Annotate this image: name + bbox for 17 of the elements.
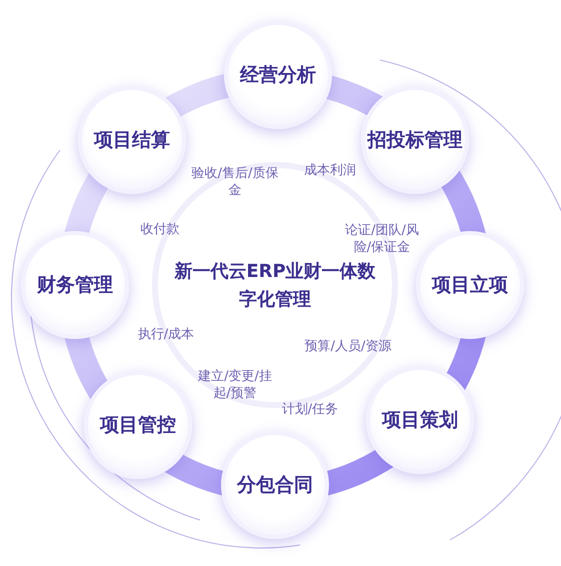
ring-label: 论证/团队/风险/保证金 xyxy=(344,222,420,256)
module-name: 经营分析 xyxy=(240,63,316,88)
module-name: 财务管理 xyxy=(37,273,113,298)
ring-label: 建立/变更/挂起/预警 xyxy=(197,368,273,402)
module-name: 招投标管理 xyxy=(368,128,462,153)
module-name: 分包合同 xyxy=(237,473,313,498)
ring-label: 验收/售后/质保金 xyxy=(190,165,280,199)
ring-label: 预算/人员/资源 xyxy=(304,338,392,355)
module-name: 项目结算 xyxy=(94,128,170,153)
ring-label: 计划/任务 xyxy=(280,401,340,418)
ring-label: 成本利润 xyxy=(303,162,357,179)
center-title: 新一代云ERP业财一体数字化管理 xyxy=(173,260,377,312)
ring-label: 执行/成本 xyxy=(136,326,196,343)
module-name: 项目管控 xyxy=(100,413,176,438)
module-name: 项目立项 xyxy=(432,273,508,298)
module-name: 项目策划 xyxy=(382,408,458,433)
ring-label: 收付款 xyxy=(140,221,180,238)
